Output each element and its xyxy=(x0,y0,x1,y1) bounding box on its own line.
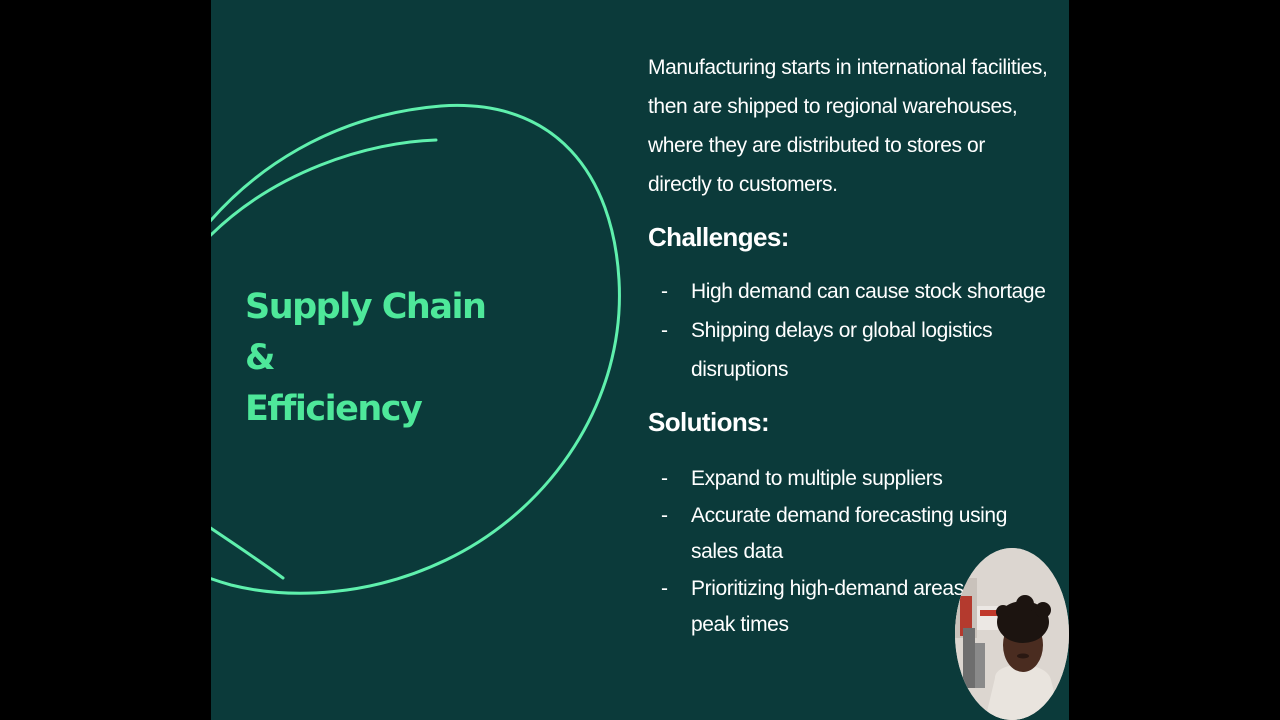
list-item-text: Prioritizing high-demand areas during pe… xyxy=(691,576,1026,637)
slide-body: Manufacturing starts in international fa… xyxy=(648,48,1048,644)
presentation-slide: Supply Chain & Efficiency Manufacturing … xyxy=(211,0,1069,720)
bullet-dash: - xyxy=(661,503,668,527)
list-item: - Expand to multiple suppliers xyxy=(648,461,1048,498)
list-item: - Accurate demand forecasting using sale… xyxy=(648,498,1048,571)
bullet-dash: - xyxy=(661,280,668,303)
slide-title-line: Efficiency xyxy=(245,389,423,429)
bullet-dash: - xyxy=(661,576,668,600)
slide-title: Supply Chain & Efficiency xyxy=(245,282,487,435)
slide-title-line: Supply Chain xyxy=(245,287,487,327)
bullet-dash: - xyxy=(661,319,668,342)
challenges-heading: Challenges: xyxy=(648,222,789,252)
list-item-text: Shipping delays or global logistics disr… xyxy=(691,319,993,381)
list-item-text: High demand can cause stock shortage xyxy=(691,280,1046,303)
bullet-dash: - xyxy=(661,467,668,490)
list-item: - Shipping delays or global logistics di… xyxy=(648,311,1048,389)
list-item-text: Accurate demand forecasting using sales … xyxy=(691,503,1007,564)
solutions-heading: Solutions: xyxy=(648,407,770,437)
presenter-webcam-overlay[interactable] xyxy=(955,548,1069,720)
list-item: - High demand can cause stock shortage xyxy=(648,272,1048,311)
list-item-text: Expand to multiple suppliers xyxy=(691,467,943,490)
decorative-swirl xyxy=(211,103,621,595)
intro-paragraph: Manufacturing starts in international fa… xyxy=(648,56,1048,196)
list-item: - Prioritizing high-demand areas during … xyxy=(648,571,1048,644)
slide-title-line: & xyxy=(245,338,276,378)
solutions-list: - Expand to multiple suppliers - Accurat… xyxy=(648,461,1048,644)
presenter-video-icon xyxy=(955,548,1069,720)
challenges-list: - High demand can cause stock shortage -… xyxy=(648,272,1048,389)
